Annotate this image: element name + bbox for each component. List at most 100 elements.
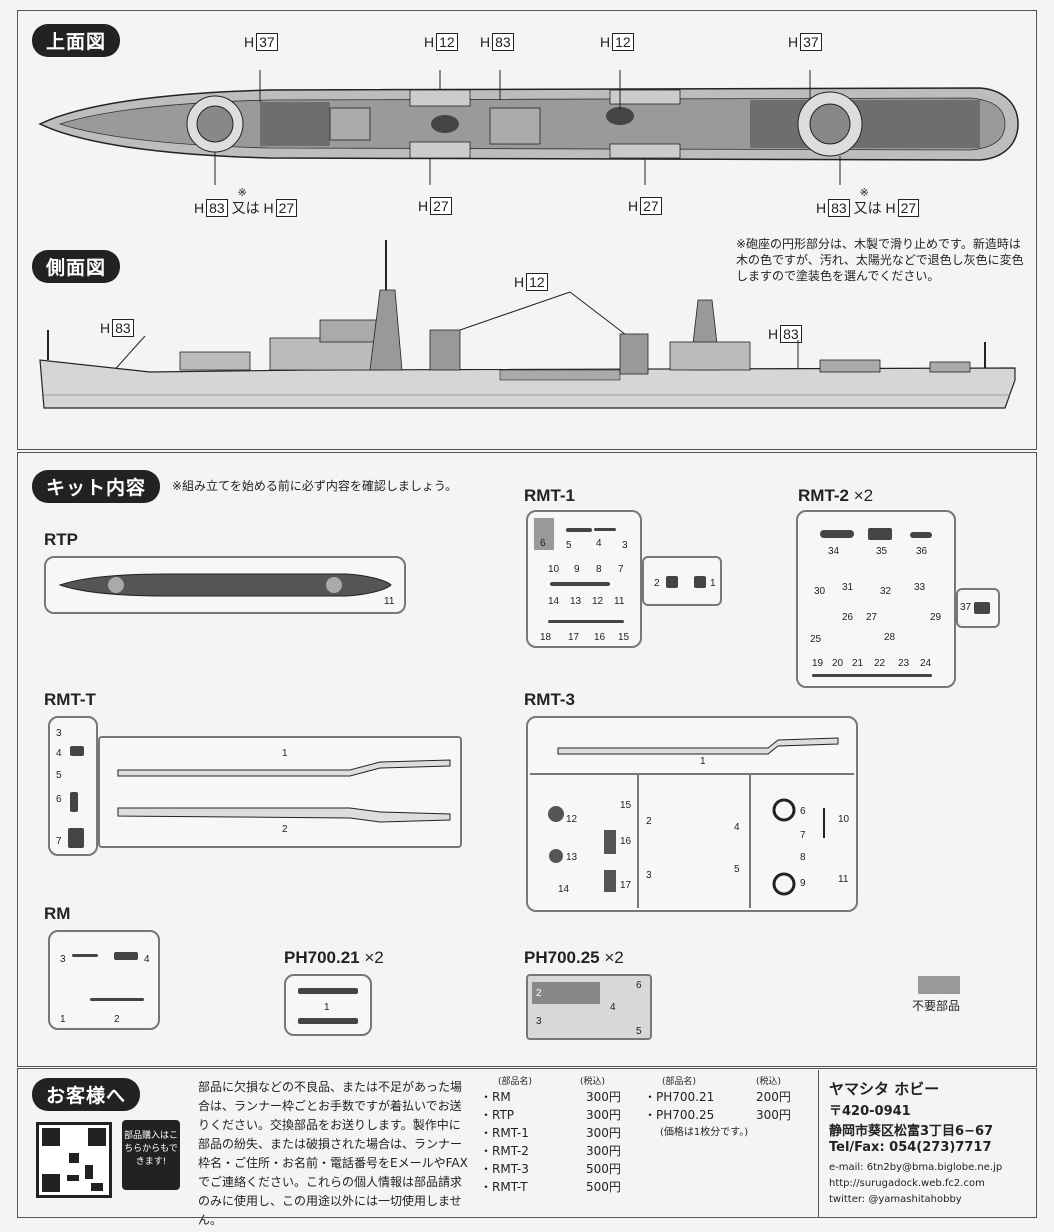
company-twitter[interactable]: twitter: @yamashitahobby (829, 1194, 962, 1205)
part-num: 17 (568, 632, 580, 643)
runner-label-rtp: RTP (44, 530, 78, 549)
qr-code[interactable] (36, 1122, 112, 1198)
part-shape (868, 528, 892, 540)
part-num: 37 (960, 602, 972, 613)
company-email[interactable]: e-mail: 6tn2by@bma.biglobe.ne.jp (829, 1162, 1003, 1173)
part-num: 2 (282, 824, 288, 835)
part-shape (820, 530, 854, 538)
runner-rmt3: 1 12 15 2 16 4 13 3 5 14 17 6 7 8 9 10 1… (526, 716, 858, 912)
rmt3-parts-drawing (530, 737, 854, 908)
part-shape (90, 998, 144, 1001)
part-shape (974, 602, 990, 614)
part-num: 13 (566, 852, 578, 863)
part-num: 17 (620, 880, 632, 891)
views-frame (17, 10, 1037, 450)
top-view-drawing (38, 70, 1019, 185)
company-postal: 〒420-0941 (829, 1104, 911, 1119)
part-num: 14 (548, 596, 560, 607)
part-num: 30 (814, 586, 826, 597)
part-shape (910, 532, 932, 538)
part-num: 16 (594, 632, 606, 643)
part-num: 6 (540, 538, 546, 549)
part-num: 31 (842, 582, 854, 593)
company-box: ヤマシタ ホビー 〒420-0941 静岡市葵区松富3丁目6−67 Tel/Fa… (818, 1070, 1036, 1218)
runner-rmtt: 1 2 (98, 736, 462, 848)
price-note: (価格は1枚分です。) (660, 1127, 749, 1138)
runner-label-rmt1: RMT-1 (524, 486, 575, 505)
part-num: 6 (56, 794, 62, 805)
runner-rtp: 11 (44, 556, 406, 614)
part-num: 8 (800, 852, 806, 863)
part-num: 7 (618, 564, 624, 575)
part-num: 20 (832, 658, 844, 669)
part-num: 2 (646, 816, 652, 827)
part-num: 9 (800, 878, 806, 889)
top-view-tag: 上面図 (32, 24, 121, 57)
part-num: 4 (610, 1002, 616, 1013)
runner-rmt2: 34 35 36 30 31 32 33 26 27 29 25 28 19 2… (796, 510, 956, 688)
runner-ph25: 2 4 6 3 5 (526, 974, 652, 1040)
runner-label-rmt2: RMT-2 ×2 (798, 486, 874, 505)
unused-part-marker (534, 518, 554, 550)
price-header: (部品名)(税込) (498, 1077, 606, 1087)
part-num: 11 (384, 596, 395, 607)
customer-tag: お客様へ (32, 1078, 141, 1111)
part-shape (70, 746, 84, 756)
kit-contents-tag: キット内容 (32, 470, 161, 503)
part-num: 10 (838, 814, 850, 825)
runner-ph21: 1 (284, 974, 372, 1036)
part-num: 2 (536, 988, 542, 999)
part-num: 4 (144, 954, 150, 965)
part-shape (594, 528, 616, 531)
customer-message: 部品に欠損などの不良品、または不足があった場合は、ランナー枠ごとお手数ですが着払… (198, 1080, 468, 1227)
part-num: 23 (898, 658, 910, 669)
company-tel: Tel/Fax: 054(273)7717 (829, 1140, 992, 1155)
part-num: 15 (620, 800, 632, 811)
part-num: 2 (114, 1014, 120, 1025)
part-shape (298, 988, 358, 994)
part-num: 18 (540, 632, 552, 643)
runner-rmt2-ext: 37 (956, 588, 1000, 628)
company-web[interactable]: http://surugadock.web.fc2.com (829, 1178, 985, 1189)
unused-legend-label: 不要部品 (912, 999, 961, 1013)
part-shape (666, 576, 678, 588)
part-shape (550, 582, 610, 586)
side-view-drawing (39, 240, 1016, 409)
runner-label-rm: RM (44, 904, 71, 923)
runner-rm: 3 4 1 2 (48, 930, 160, 1030)
part-num: 33 (914, 582, 926, 593)
part-num: 5 (636, 1026, 642, 1037)
paint-note: ※砲座の円形部分は、木製で滑り止めです。新造時は木の色ですが、汚れ、太陽光などで… (736, 237, 1024, 283)
unused-legend-swatch (918, 976, 960, 994)
part-num: 6 (800, 806, 806, 817)
runner-label-ph21: PH700.21 ×2 (284, 948, 384, 967)
part-num: 9 (574, 564, 580, 575)
part-num: 4 (734, 822, 740, 833)
part-num: 27 (866, 612, 878, 623)
part-num: 5 (734, 864, 740, 875)
part-num: 26 (842, 612, 854, 623)
part-num: 24 (920, 658, 932, 669)
part-shape (694, 576, 706, 588)
part-shape (566, 528, 592, 532)
part-num: 14 (558, 884, 570, 895)
company-address: 静岡市葵区松富3丁目6−67 (829, 1124, 994, 1139)
part-num: 32 (880, 586, 892, 597)
part-num: 4 (56, 748, 62, 759)
runner-label-rmtt: RMT-T (44, 690, 96, 709)
